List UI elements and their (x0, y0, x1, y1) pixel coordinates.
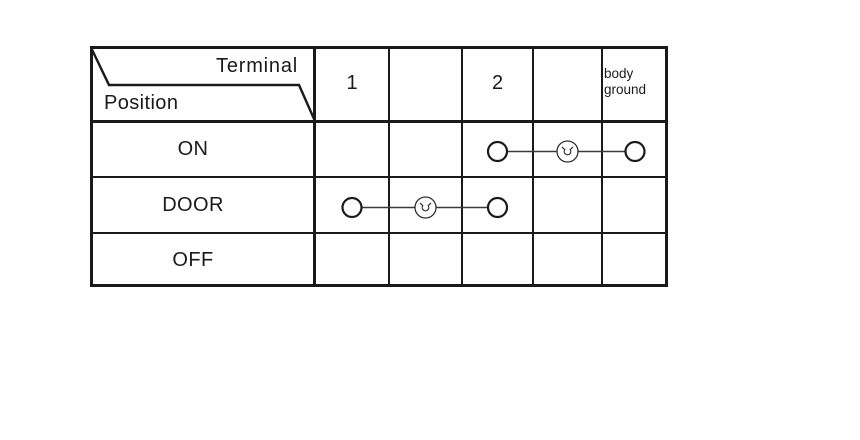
column-header-terminal-1: 1 (346, 72, 358, 94)
grid-vline (532, 46, 534, 287)
grid-vline (388, 46, 390, 287)
row-label-on: ON (177, 137, 209, 160)
column-header-body-ground: body ground (604, 66, 647, 97)
row-label-door: DOOR (162, 193, 224, 216)
grid-hline-header-divider (90, 119, 668, 123)
grid-vline-position-divider (313, 46, 316, 287)
position-header-label: Position (104, 92, 179, 114)
table-outer-border (90, 46, 668, 287)
terminal-header-label: Terminal (216, 55, 298, 77)
grid-hline (90, 232, 668, 235)
column-header-terminal-2: 2 (491, 72, 504, 94)
row-label-off: OFF (172, 248, 214, 271)
grid-vline (601, 46, 603, 287)
grid-vline (461, 46, 463, 287)
grid-hline (90, 176, 668, 179)
